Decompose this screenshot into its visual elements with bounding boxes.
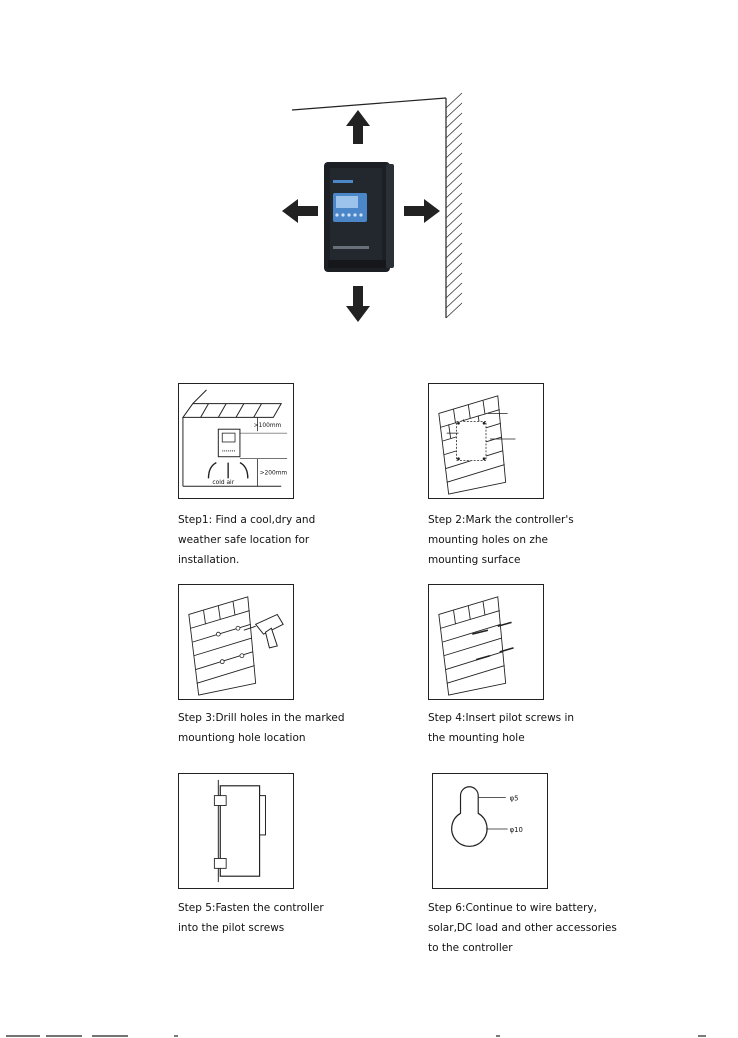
- brick-wall: [188, 596, 257, 696]
- step-3-caption: Step 3:Drill holes in the marked mountio…: [178, 712, 345, 744]
- screw-icons: [472, 621, 514, 661]
- arrow-left-icon: [282, 199, 318, 223]
- step-4-figure: [428, 584, 544, 700]
- controller-side-view: [219, 785, 261, 877]
- arrow-down-icon: [346, 286, 370, 322]
- arrow-right-icon: [404, 199, 440, 223]
- step-1-caption: Step1: Find a cool,dry and weather safe …: [178, 514, 316, 566]
- step-4-caption: Step 4:Insert pilot screws in the mounti…: [428, 712, 575, 744]
- step-5-caption: Step 5:Fasten the controller into the pi…: [178, 902, 324, 934]
- clearance-top-label: >100mm: [254, 423, 282, 429]
- arrow-up-icon: [346, 110, 370, 144]
- step-1-figure: >100mm >200mm cold air: [178, 383, 294, 499]
- step-5-figure: [178, 773, 294, 889]
- step-2-figure: [428, 383, 544, 499]
- drill-icon: [243, 613, 284, 649]
- keyhole-shape: [451, 786, 488, 847]
- awning: [181, 389, 283, 487]
- hole-small-label: φ5: [510, 795, 519, 803]
- charge-controller: [324, 162, 394, 272]
- ceiling-line: [291, 97, 447, 111]
- cold-air-label: cold air: [212, 480, 234, 486]
- cropped-footer-marks: [6, 1035, 706, 1037]
- clearance-bottom-label: >200mm: [260, 470, 288, 476]
- airflow-arrows: [207, 462, 249, 479]
- step-6-figure: φ5 φ10: [432, 773, 548, 889]
- brick-wall: [438, 596, 507, 696]
- wall-hatching: [445, 92, 463, 319]
- step-3-figure: [178, 584, 294, 700]
- clearance-diagram: [282, 92, 463, 322]
- step-6-caption: Step 6:Continue to wire battery, solar,D…: [428, 902, 617, 954]
- hole-large-label: φ10: [510, 826, 523, 834]
- step-2-caption: Step 2:Mark the controller's mounting ho…: [428, 514, 574, 566]
